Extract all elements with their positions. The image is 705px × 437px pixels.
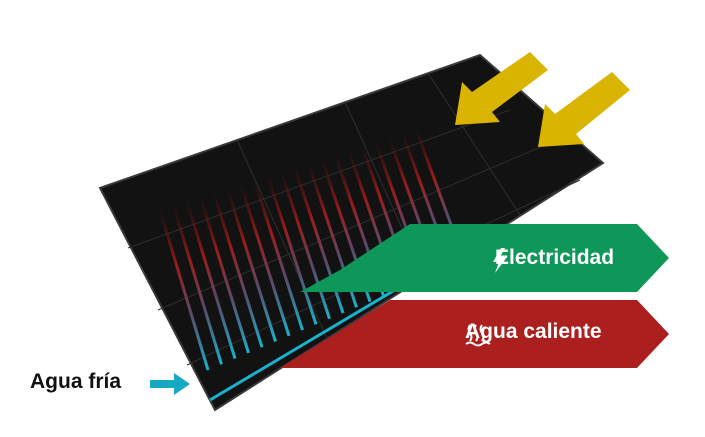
cold-water-header-pipe — [209, 273, 421, 402]
panel-grid — [127, 72, 581, 366]
heat-tube — [172, 205, 223, 365]
heat-tube — [239, 184, 291, 337]
electricity-band — [300, 224, 669, 292]
heat-tube — [266, 175, 318, 325]
heat-tube — [185, 201, 237, 360]
lightning-bolt-icon — [493, 248, 507, 273]
hot-water-label: Agua caliente — [465, 320, 602, 343]
cold-water-label: Agua fría — [30, 370, 122, 393]
sunlight-arrow-icon — [455, 52, 630, 147]
heat-waves-icon — [465, 324, 491, 347]
heat-tube — [280, 171, 331, 320]
hot-water-band — [280, 300, 669, 368]
heat-tube — [212, 192, 264, 348]
heat-tube — [158, 209, 210, 371]
heat-tube — [253, 180, 304, 331]
arrow-right-icon — [150, 373, 190, 395]
heat-tube — [226, 188, 277, 342]
solar-panel — [98, 53, 605, 412]
electricity-label: Electricidad — [495, 246, 615, 269]
heat-tube — [199, 196, 250, 354]
